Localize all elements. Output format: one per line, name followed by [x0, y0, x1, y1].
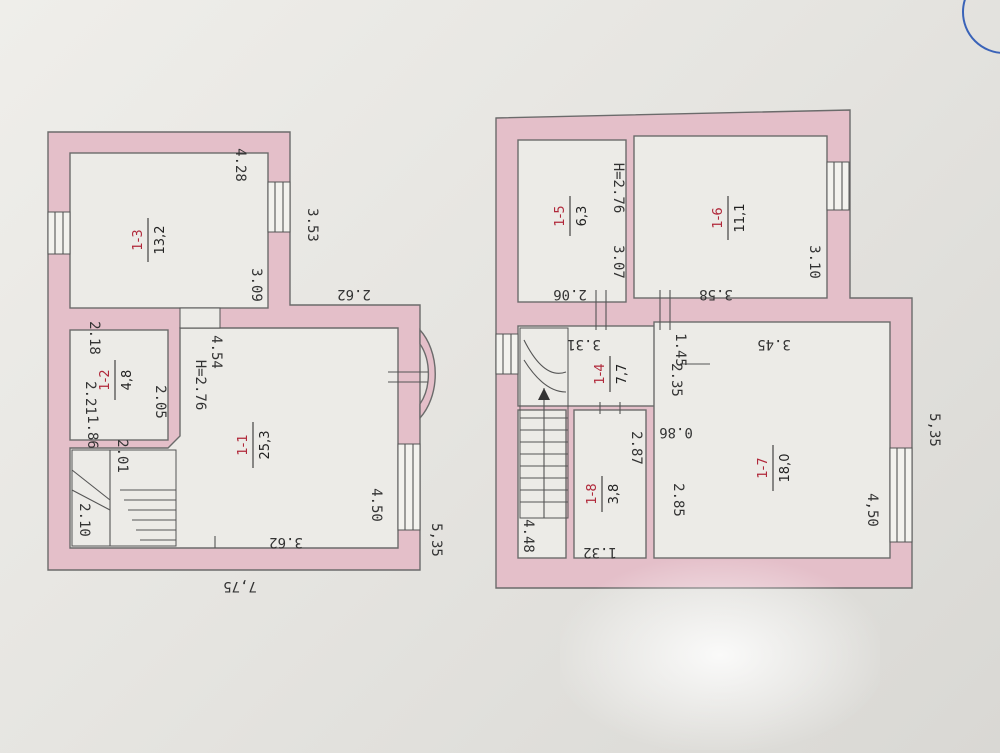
dim-2-10: 2.10 [76, 503, 92, 537]
dim-3-45: 3.45 [757, 336, 791, 352]
floor-1-stairs [71, 449, 177, 547]
room-1-5 [517, 139, 627, 303]
room-1-8 [573, 409, 647, 559]
dim-total-width: 7,75 [223, 578, 257, 594]
dim-2-21: 2.21 [82, 381, 98, 415]
dim-total-depth-2: 5,35 [926, 413, 942, 447]
dim-total-depth-1: 5,35 [428, 523, 444, 557]
label-room-1-3: 1-3 13,2 [131, 218, 168, 262]
dim-4-54: 4.54 [208, 335, 224, 369]
room-area: 18,0 [778, 454, 793, 483]
label-room-1-6: 1-6 11,1 [711, 196, 748, 240]
dim-4-50: 4.50 [368, 488, 384, 522]
room-area: 4,8 [120, 370, 135, 391]
room-area: 13,2 [153, 226, 168, 255]
room-1-6 [633, 135, 828, 299]
label-room-1-2: 1-2 4,8 [98, 360, 135, 400]
dim-1-86: 1.86 [84, 415, 100, 449]
dim-3-07: 3.07 [610, 245, 626, 279]
dim-3-09: 3.09 [248, 268, 264, 302]
room-1-7 [653, 321, 891, 559]
room-code: 1-5 [553, 205, 568, 226]
label-room-1-4: 1-4 7,7 [593, 356, 630, 392]
dim-2-01: 2.01 [114, 439, 130, 473]
room-code: 1-7 [756, 457, 771, 478]
dim-1-32: 1.32 [583, 544, 617, 560]
room-code: 1-1 [236, 434, 251, 455]
room-area: 3,8 [607, 484, 622, 505]
stair-hall [517, 409, 567, 559]
floor-1-windows [47, 181, 421, 531]
dim-2-62: 2.62 [337, 286, 371, 302]
dim-height-2: H=2.76 [610, 163, 626, 214]
dim-3-62: 3.62 [269, 534, 303, 550]
room-code: 1-3 [131, 229, 146, 250]
label-room-1-8: 1-8 3,8 [585, 476, 622, 512]
floor-1-plan: 1-3 13,2 1-2 4,8 1-1 25,3 3.53 3.09 4.28… [47, 131, 444, 594]
dim-4-48: 4.48 [520, 519, 536, 553]
dim-height-1: H=2.76 [192, 360, 208, 411]
dim-2-06: 2.06 [553, 286, 587, 302]
dim-0-86: 0.86 [659, 424, 693, 440]
room-1-3 [69, 152, 269, 309]
dim-4-50-2: 4,50 [864, 493, 880, 527]
room-area: 25,3 [258, 431, 273, 460]
room-area: 11,1 [733, 204, 748, 233]
dim-3-31: 3.31 [567, 336, 601, 352]
dim-3-58: 3.58 [699, 286, 733, 302]
room-1-2 [69, 329, 169, 441]
dim-2-87: 2.87 [628, 431, 644, 465]
dim-1-45: 1.45 [672, 333, 688, 367]
dim-3-10: 3.10 [806, 245, 822, 279]
label-room-1-1: 1-1 25,3 [236, 422, 273, 468]
room-area: 6,3 [575, 206, 590, 227]
dim-2-05: 2.05 [152, 385, 168, 419]
room-code: 1-8 [585, 483, 600, 504]
bay-window [419, 328, 436, 420]
room-code: 1-6 [711, 207, 726, 228]
room-area: 7,7 [615, 364, 630, 385]
room-code: 1-2 [98, 369, 113, 390]
dim-4-28: 4.28 [232, 148, 248, 182]
dim-2-18: 2.18 [86, 321, 102, 355]
dim-3-53: 3.53 [304, 208, 320, 242]
dim-2-35: 2.35 [668, 363, 684, 397]
floor-2-windows [495, 161, 913, 543]
floor-2-plan: 1-5 6,3 1-6 11,1 1-4 7,7 1-7 18,0 1-8 3,… [495, 109, 942, 589]
room-1-1 [69, 327, 399, 549]
dim-2-85: 2.85 [670, 483, 686, 517]
label-room-1-5: 1-5 6,3 [553, 196, 590, 236]
floor-2-stairs [519, 327, 569, 519]
label-room-1-7: 1-7 18,0 [756, 445, 793, 491]
room-code: 1-4 [593, 363, 608, 384]
